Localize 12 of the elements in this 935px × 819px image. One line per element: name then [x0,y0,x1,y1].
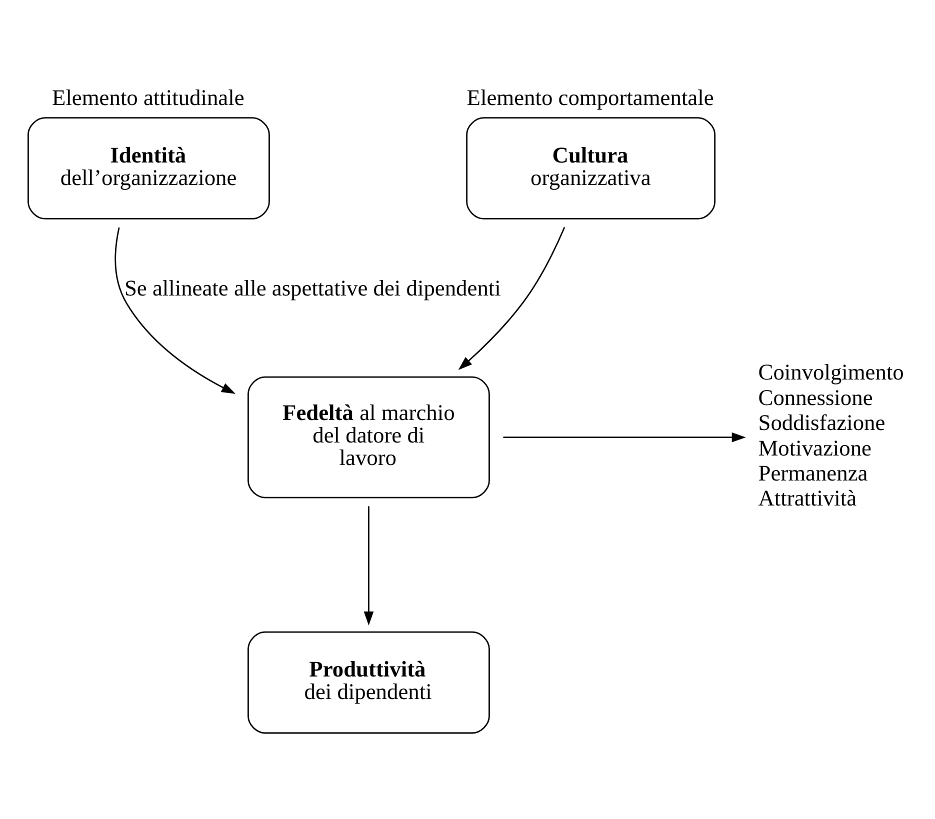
edge-label: Se allineate alle aspettative dei dipendenti [124,275,501,300]
node-box: Fedeltà al marchio del datore di lavoro [248,376,490,498]
node-box: Cultura organizzativa [466,116,716,219]
arrow [114,226,236,394]
node-box: Produttività dei dipendenti [248,630,490,734]
arrow [503,432,746,442]
node-label: Elemento comportamentale [466,84,714,110]
arrow [364,506,374,626]
node-box: Identità dell’organizzazione [28,116,270,219]
arrow [458,226,566,370]
node-text: Coinvolgimento Connessione Soddisfazione Motivazione Permanenza Attrattività [758,359,904,510]
node-label: Elemento attitudinale [52,84,244,110]
